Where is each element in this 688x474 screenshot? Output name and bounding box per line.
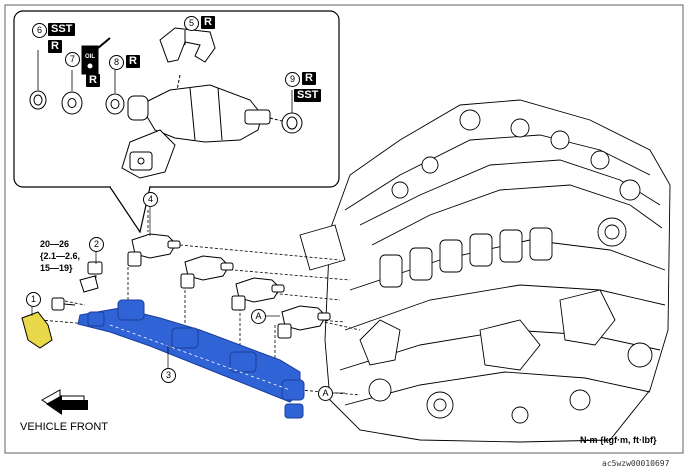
callout-9: 9 <box>285 72 300 87</box>
leader-lines <box>31 205 345 394</box>
callout-6: 6 <box>32 23 47 38</box>
fuel-injector <box>231 277 285 311</box>
callout-3: 3 <box>161 368 176 383</box>
badge-sst-9: SST <box>294 89 322 102</box>
callout-8: 8 <box>109 55 124 70</box>
fuel-injector <box>127 233 181 267</box>
units-note: N·m {kgf·m, ft·lbf} <box>580 435 657 445</box>
bracket-part <box>21 311 53 349</box>
vehicle-front-label: VEHICLE FRONT <box>20 421 109 433</box>
badge-r-7: R <box>86 74 100 87</box>
inset-injector <box>121 84 271 179</box>
part-6-oring <box>29 50 47 110</box>
badge-r-6: R <box>48 40 62 53</box>
badge-r-8: R <box>126 55 140 68</box>
figure-id: ac5wzw00010697 <box>602 459 670 468</box>
fuel-injector <box>180 255 234 289</box>
callout-5: 5 <box>184 16 199 31</box>
callout-7: 7 <box>65 52 80 67</box>
torque-spec-line1: 20—26 <box>40 239 70 249</box>
part-7-washer <box>61 70 83 115</box>
callout-2: 2 <box>89 237 104 252</box>
badge-sst-6: SST <box>48 23 76 36</box>
badge-r-9: R <box>302 72 316 85</box>
fuel-rail <box>77 299 305 419</box>
fuel-injector <box>277 305 331 339</box>
badge-oil: OIL <box>84 54 96 61</box>
figure-frame <box>4 4 684 454</box>
part-9-seal <box>269 90 303 134</box>
callout-a-left: A <box>251 309 266 324</box>
part-8-washer <box>105 70 125 115</box>
torque-spec-line3: 15—19} <box>40 263 73 273</box>
callout-4: 4 <box>143 192 158 207</box>
callout-a-right: A <box>318 386 333 401</box>
part-2-bolt <box>79 261 103 293</box>
engine-block <box>299 99 671 443</box>
torque-spec-line2: {2.1—2.6, <box>40 251 81 261</box>
part-5-clip <box>159 27 216 101</box>
badge-r-5: R <box>201 16 215 29</box>
vehicle-front-arrow-icon <box>41 389 88 415</box>
part-1-bolt <box>51 297 76 311</box>
callout-1: 1 <box>26 292 41 307</box>
